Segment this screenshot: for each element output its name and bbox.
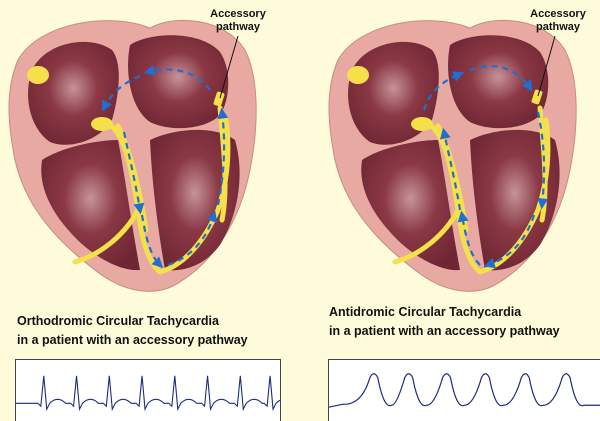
caption-line2: in a patient with an accessory pathway <box>329 322 560 341</box>
pathway-leader-line <box>300 0 600 300</box>
ecg-trace-narrow <box>16 360 280 421</box>
caption-line1: Antidromic Circular Tachycardia <box>329 303 560 322</box>
caption-line1: Orthodromic Circular Tachycardia <box>17 312 248 331</box>
ecg-strip-orthodromic <box>15 359 281 421</box>
antidromic-panel: Accessory pathway Antidromic Circular Ta… <box>300 0 600 421</box>
orthodromic-panel: Accessory pathway Orthodromic Circular T… <box>0 0 300 421</box>
caption-antidromic: Antidromic Circular Tachycardia in a pat… <box>329 303 560 341</box>
ecg-trace-wide <box>329 360 600 421</box>
caption-line2: in a patient with an accessory pathway <box>17 331 248 350</box>
caption-orthodromic: Orthodromic Circular Tachycardia in a pa… <box>17 312 248 350</box>
ecg-strip-antidromic <box>328 359 600 421</box>
pathway-leader-line <box>0 0 300 300</box>
